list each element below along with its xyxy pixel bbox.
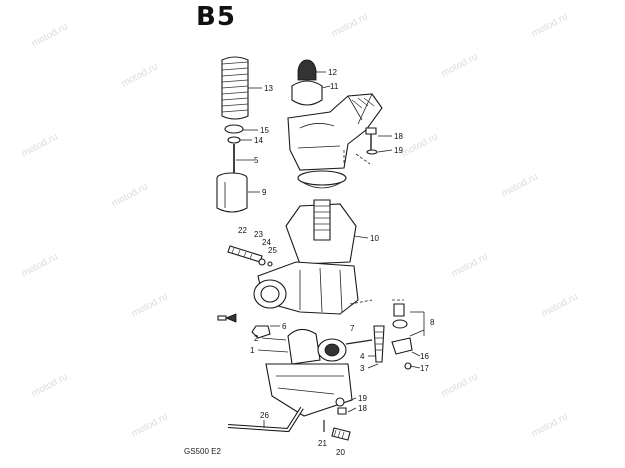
callout-label: 9	[262, 188, 267, 197]
callout-label: 3	[360, 364, 365, 373]
callout-label: 8	[430, 318, 435, 327]
callout-label: 19	[394, 146, 403, 155]
model-code: GS500 E2	[184, 447, 221, 456]
callout-label: 7	[350, 324, 355, 333]
callout-label: 22	[238, 226, 247, 235]
page-title: B5	[196, 2, 236, 32]
carburetor-body	[253, 261, 359, 315]
callout-label: 11	[330, 82, 339, 91]
callout-label: 26	[260, 411, 269, 420]
callout-label: 24	[262, 238, 271, 247]
callout-label: 25	[268, 246, 277, 255]
drain-hose	[227, 406, 304, 433]
vacuum-piston-assembly	[285, 199, 357, 265]
callout-label: 1	[250, 346, 255, 355]
top-screw	[365, 127, 378, 155]
top-cap	[291, 59, 323, 106]
float-pin	[345, 325, 385, 363]
callout-label: 16	[420, 352, 429, 361]
callout-label: 17	[420, 364, 429, 373]
callout-label: 14	[254, 136, 263, 145]
callout-label: 2	[254, 334, 259, 343]
callout-label: 15	[260, 126, 269, 135]
callout-label: 5	[254, 156, 259, 165]
throttle-piston	[216, 172, 248, 213]
callout-label: 20	[336, 448, 345, 457]
callout-label: 6	[282, 322, 287, 331]
callout-label: 10	[370, 234, 379, 243]
leader-lines	[236, 71, 425, 428]
callout-label: 21	[318, 439, 327, 448]
callout-label: 19	[358, 394, 367, 403]
float-valve	[391, 303, 413, 370]
direction-arrow-icon	[217, 313, 237, 323]
callout-label: 23	[254, 230, 263, 239]
float-chamber	[265, 328, 353, 417]
drain-screw	[335, 397, 347, 415]
callout-label: 4	[360, 352, 365, 361]
diaphragm	[297, 170, 347, 189]
callout-label: 18	[358, 404, 367, 413]
body-nut	[251, 325, 271, 339]
drain-plug	[323, 420, 351, 441]
callout-label: 18	[394, 132, 403, 141]
callout-label: 12	[328, 68, 337, 77]
throttle-spring	[221, 56, 249, 120]
idle-screw	[227, 245, 273, 267]
callout-label: 13	[264, 84, 273, 93]
